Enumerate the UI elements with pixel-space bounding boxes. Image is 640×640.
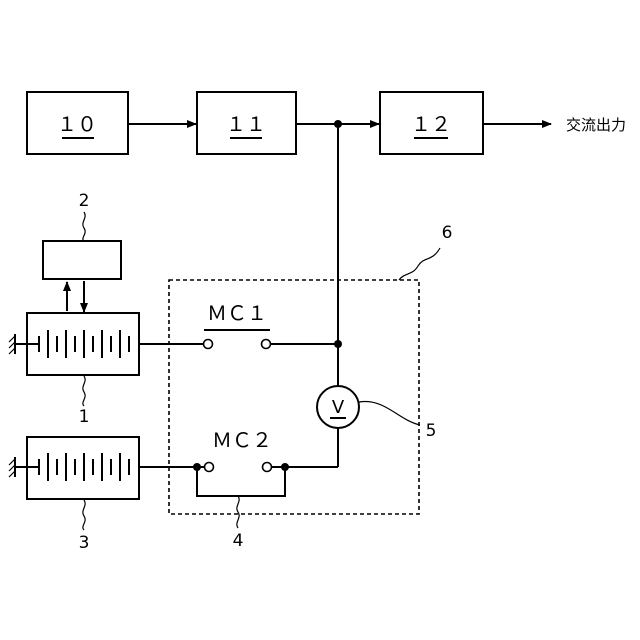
leader-2 bbox=[83, 212, 85, 241]
ref-2: 2 bbox=[79, 191, 90, 211]
leader-3 bbox=[83, 500, 85, 530]
block-10-label: １０ bbox=[57, 112, 97, 136]
mc1-terminal-left bbox=[204, 340, 213, 349]
leader-4 bbox=[237, 496, 239, 528]
mc2-terminal-right bbox=[263, 463, 272, 472]
leader-5 bbox=[359, 402, 420, 425]
battery-3 bbox=[9, 437, 139, 499]
battery-1 bbox=[9, 313, 139, 375]
mc1-terminal-right bbox=[262, 340, 271, 349]
ref-6: 6 bbox=[442, 223, 453, 243]
voltmeter-label: V bbox=[332, 397, 345, 418]
block-12-label: １２ bbox=[411, 112, 451, 136]
ref-3: 3 bbox=[79, 533, 90, 553]
mc2-label: ＭＣ２ bbox=[212, 428, 272, 452]
mc1-label: ＭＣ１ bbox=[207, 301, 267, 325]
block-11-label: １１ bbox=[226, 112, 266, 136]
leader-1 bbox=[83, 376, 85, 406]
ref-1: 1 bbox=[79, 407, 90, 427]
block-10: １０ bbox=[27, 92, 128, 154]
mc2-terminal-left bbox=[205, 463, 214, 472]
ref-4: 4 bbox=[233, 531, 244, 551]
leader-6 bbox=[399, 248, 440, 280]
block-11: １１ bbox=[197, 92, 296, 154]
output-label: 交流出力 bbox=[566, 116, 626, 134]
junction-mc1 bbox=[334, 340, 342, 348]
ref-5: 5 bbox=[426, 421, 437, 441]
block-12: １２ bbox=[380, 92, 483, 154]
block-2 bbox=[43, 241, 121, 279]
